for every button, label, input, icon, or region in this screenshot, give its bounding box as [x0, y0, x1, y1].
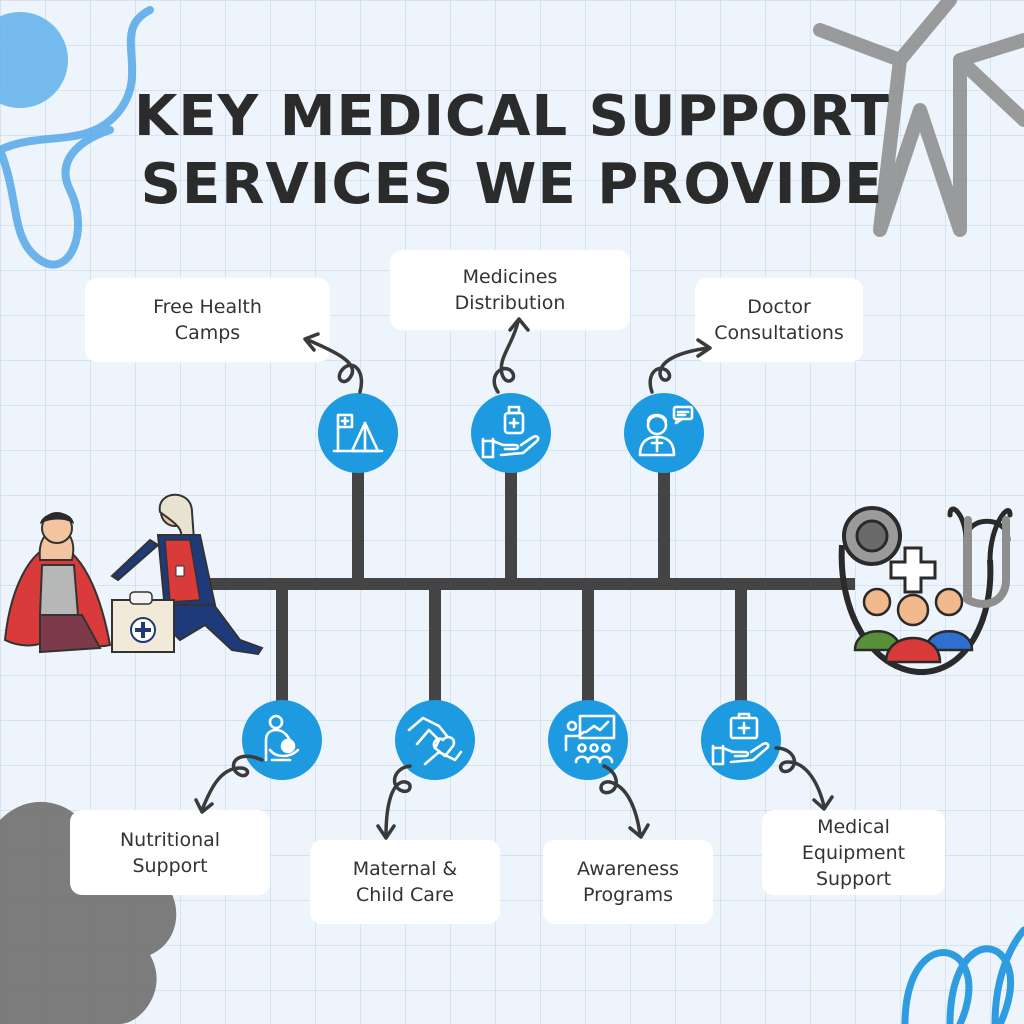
label-text: Medicines Distribution [454, 266, 566, 314]
label-maternal-child-care: Maternal & Child Care [310, 840, 500, 924]
label-doctor-consultations: Doctor Consultations [695, 278, 863, 362]
grey-star-decoration [813, 0, 1024, 237]
fishbone-spine [205, 578, 855, 590]
branch-top-3 [658, 455, 670, 585]
arrow-to-doctor-consultations [648, 338, 712, 394]
label-text: Maternal & Child Care [352, 858, 458, 906]
title-line-2: Services We Provide [140, 152, 884, 217]
patient-figure [3, 512, 112, 654]
arrow-to-awareness-programs [599, 764, 650, 839]
label-text: Awareness Programs [576, 858, 680, 906]
caring-hands-icon [395, 700, 475, 780]
label-medicines-distribution: Medicines Distribution [390, 250, 630, 330]
arrow-to-maternal-child-care [376, 764, 412, 840]
title-line-1: Key Medical Support [134, 84, 890, 149]
stethoscope-icon [838, 506, 1013, 676]
blue-flower-decoration [0, 6, 154, 269]
medicine-hand-icon [471, 393, 551, 473]
helper-figure [110, 493, 264, 656]
branch-bottom-4 [735, 585, 747, 710]
branch-bottom-2 [429, 585, 441, 710]
label-text: Medical Equipment Support [801, 815, 906, 890]
branch-top-1 [352, 455, 364, 585]
mother-baby-icon [242, 700, 322, 780]
label-text: Doctor Consultations [714, 296, 844, 344]
branch-bottom-1 [276, 585, 288, 710]
blue-loops-decoration [901, 926, 1024, 1024]
medical-cross-icon [889, 546, 937, 594]
medical-kit-hand-icon [701, 700, 781, 780]
first-aid-kit [111, 591, 175, 653]
presentation-icon [548, 700, 628, 780]
arrow-to-medicines-distribution [492, 317, 530, 394]
label-text: Nutritional Support [119, 828, 221, 877]
branch-bottom-3 [582, 585, 594, 710]
label-text: Free Health Camps [153, 296, 262, 344]
doctor-chat-icon [624, 393, 704, 473]
branch-top-2 [505, 455, 517, 585]
label-awareness-programs: Awareness Programs [543, 840, 713, 924]
arrow-to-free-health-camps [303, 332, 364, 394]
arrow-to-medical-equipment-support [774, 746, 834, 811]
label-nutritional-support: Nutritional Support [70, 810, 270, 895]
label-medical-equipment-support: Medical Equipment Support [762, 810, 945, 895]
label-free-health-camps: Free Health Camps [85, 278, 330, 362]
community-people-icon [853, 587, 974, 664]
arrow-to-nutritional-support [194, 754, 264, 814]
health-camp-tent-icon [318, 393, 398, 473]
